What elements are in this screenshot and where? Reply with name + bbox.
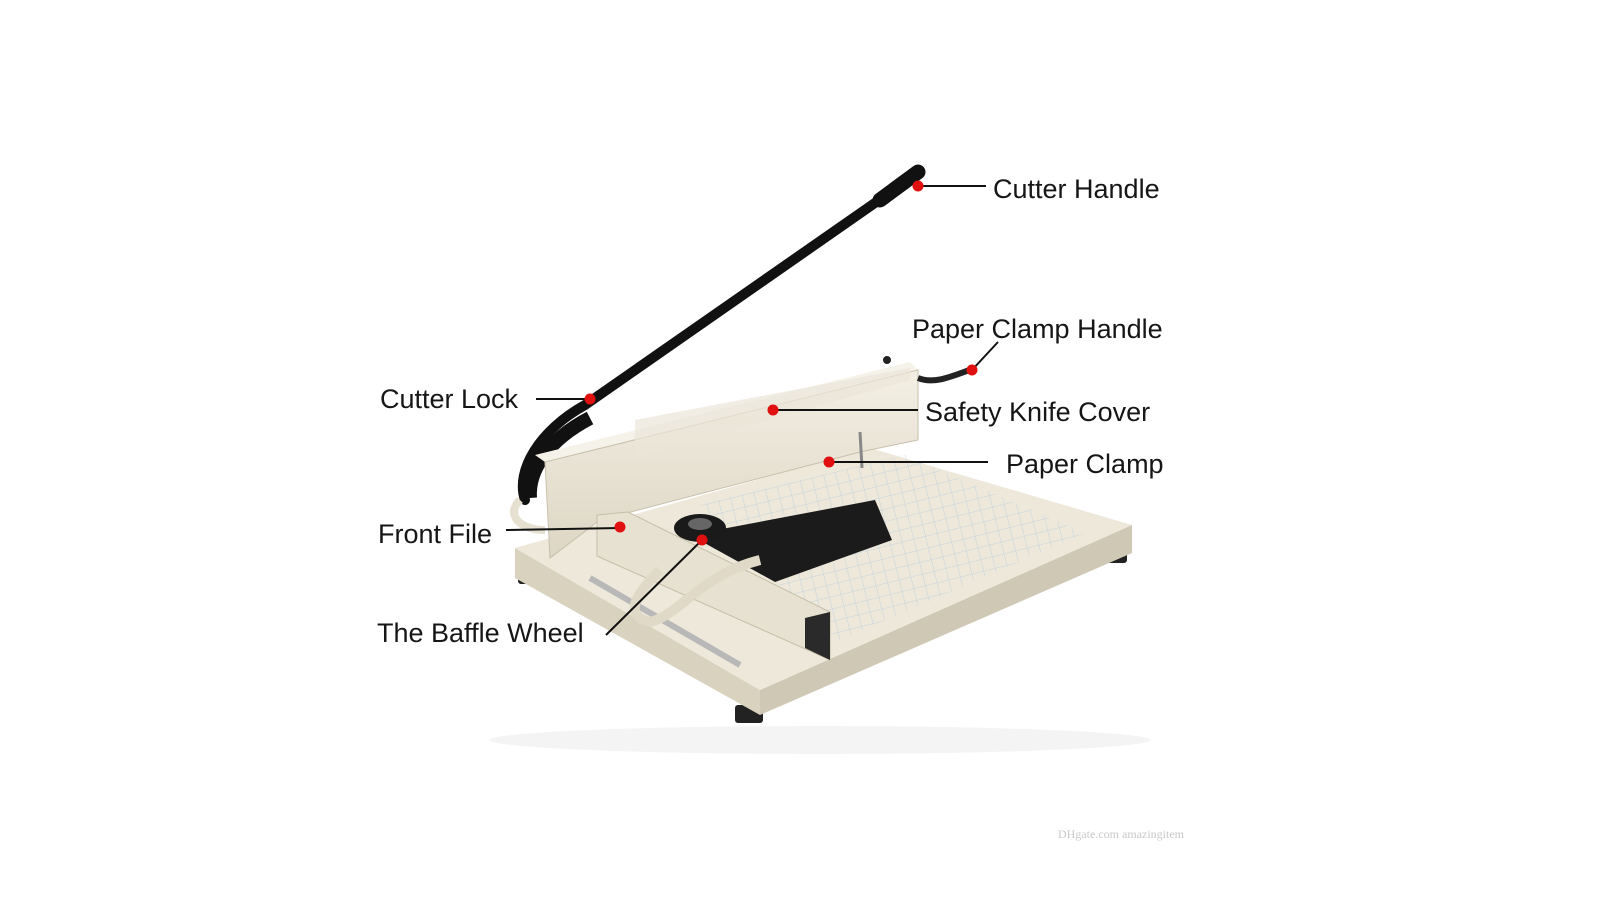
marker-cutter-lock	[584, 393, 596, 405]
marker-cutter-handle	[912, 180, 924, 192]
label-paper-clamp-handle: Paper Clamp Handle	[912, 314, 1163, 344]
label-paper-clamp: Paper Clamp	[1006, 449, 1164, 479]
baffle-wheel	[674, 514, 726, 542]
watermark-logo: DHgate.com	[1058, 827, 1120, 841]
label-front-file: Front File	[378, 519, 492, 549]
base	[515, 448, 1132, 715]
front-file	[596, 511, 831, 661]
watermark-store: amazingitem	[1122, 827, 1185, 841]
slot-rail	[588, 575, 742, 668]
marker-safety-knife-cover	[767, 404, 779, 416]
label-baffle-wheel: The Baffle Wheel	[377, 618, 584, 648]
cutter-handle-bar	[510, 164, 926, 534]
label-safety-knife-cover: Safety Knife Cover	[925, 397, 1150, 427]
leader-lines	[505, 185, 999, 636]
label-cutter-handle: Cutter Handle	[993, 174, 1160, 204]
floor-shadow	[490, 726, 1150, 754]
clamp-handle	[916, 365, 976, 384]
marker-paper-clamp-handle	[966, 364, 978, 376]
marker-front-file	[614, 521, 626, 533]
marker-paper-clamp	[823, 456, 835, 468]
marker-baffle-wheel	[696, 534, 708, 546]
label-cutter-lock: Cutter Lock	[380, 384, 519, 414]
